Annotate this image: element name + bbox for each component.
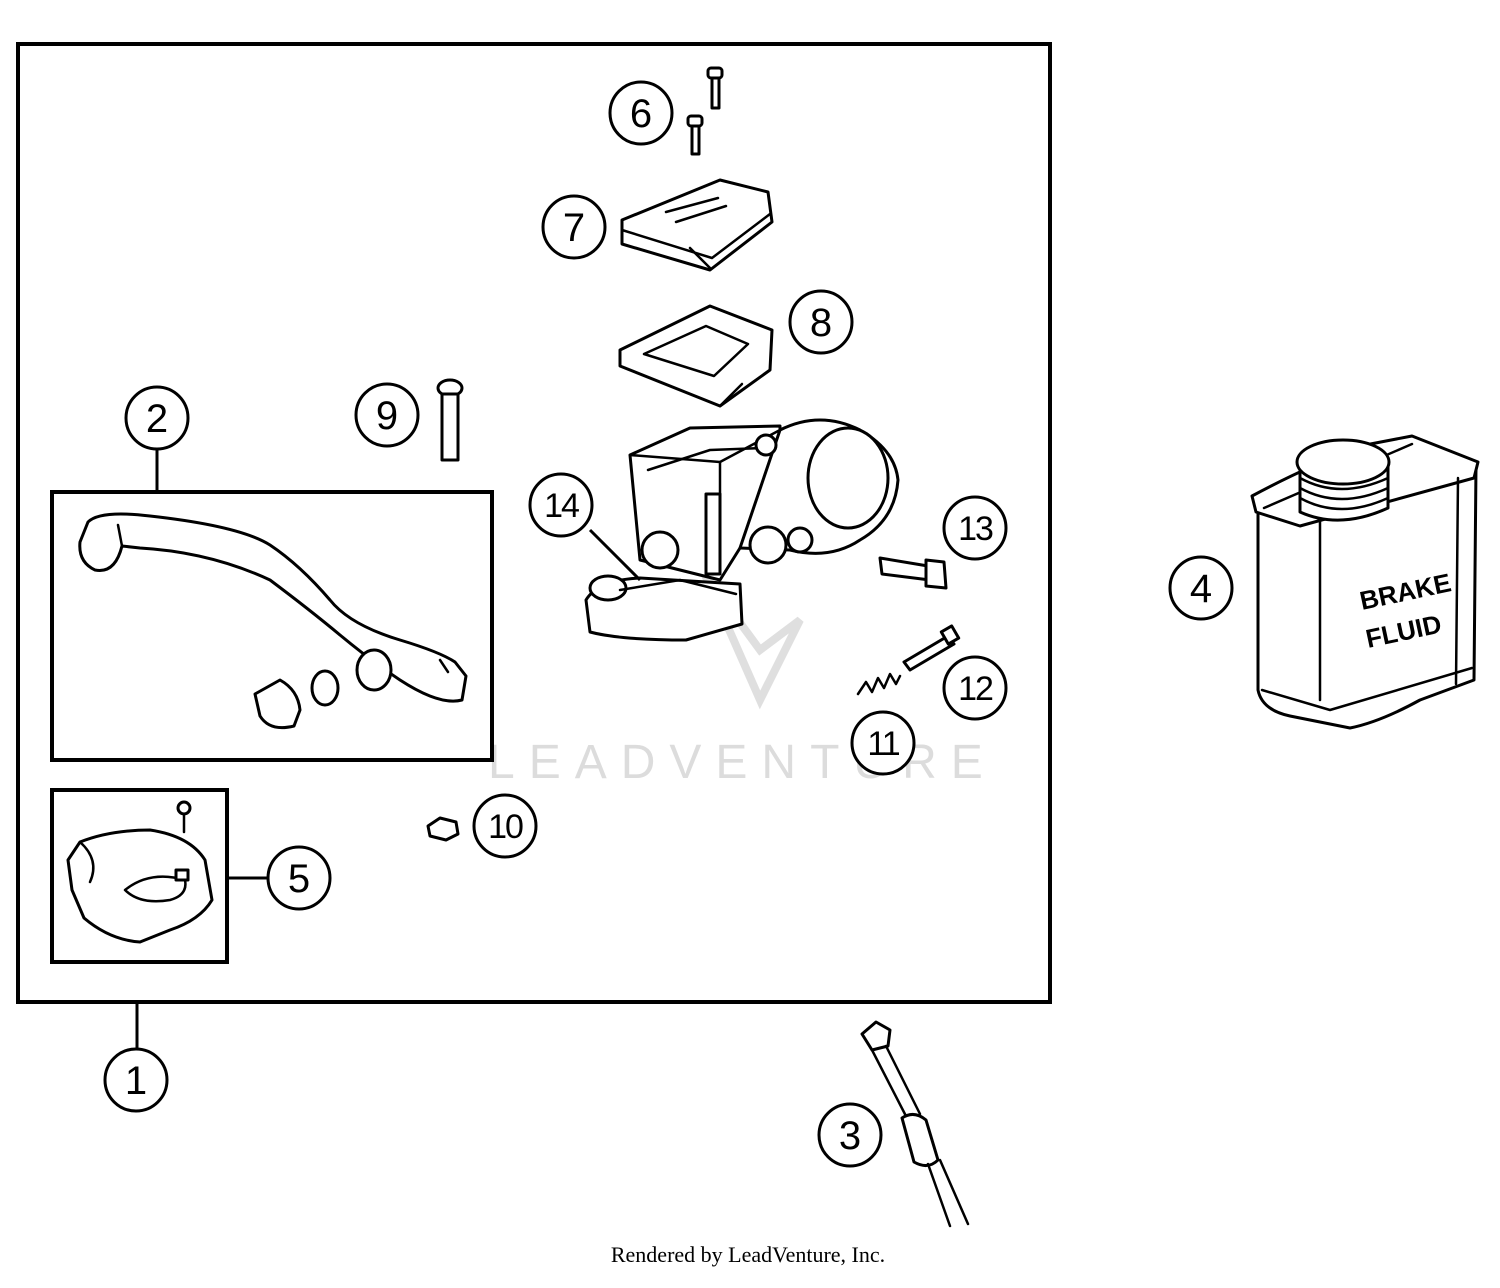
guard-subframe — [50, 788, 229, 964]
callout-1[interactable]: 1 — [103, 1047, 169, 1113]
screws-part[interactable] — [686, 66, 724, 156]
spring-part[interactable] — [856, 672, 902, 696]
callout-8-label: 8 — [810, 301, 832, 345]
brake-fluid-can-part[interactable]: BRAKE FLUID — [1250, 434, 1480, 730]
callout-13-label: 13 — [958, 510, 993, 548]
callout-11-label: 11 — [867, 725, 899, 763]
callout-9[interactable]: 9 — [354, 382, 420, 448]
nut-part[interactable] — [426, 816, 460, 842]
callout-7[interactable]: 7 — [541, 194, 607, 260]
watermark-text: LEADVENTURE — [488, 736, 997, 789]
callout-2-label: 2 — [146, 397, 168, 441]
reservoir-cover-part[interactable] — [620, 178, 774, 272]
banjo-bolt-part[interactable] — [878, 556, 948, 590]
lever-guard-part[interactable] — [66, 800, 214, 944]
assembly-frame — [16, 42, 1052, 1004]
callout-6[interactable]: 6 — [608, 80, 674, 146]
pivot-bolt-part[interactable] — [436, 378, 464, 462]
adjuster-screw-part[interactable] — [902, 624, 961, 672]
callout-4[interactable]: 4 — [1168, 555, 1234, 621]
callout-2[interactable]: 2 — [124, 385, 190, 451]
callout-9-label: 9 — [376, 394, 398, 438]
callout-13[interactable]: 13 — [942, 495, 1008, 561]
brake-hose-part[interactable] — [860, 1020, 970, 1228]
callout-12[interactable]: 12 — [942, 655, 1008, 721]
callout-6-label: 6 — [630, 92, 652, 136]
leader-14 — [588, 528, 642, 582]
callout-10[interactable]: 10 — [472, 793, 538, 859]
callout-4-label: 4 — [1190, 567, 1212, 611]
callout-1-label: 1 — [125, 1059, 147, 1103]
callout-12-label: 12 — [958, 670, 993, 708]
callout-7-label: 7 — [563, 206, 585, 250]
diaphragm-part[interactable] — [618, 304, 774, 408]
footer-credit: Rendered by LeadVenture, Inc. — [611, 1242, 885, 1267]
callout-11[interactable]: 11 — [850, 710, 916, 776]
callout-3[interactable]: 3 — [817, 1102, 883, 1168]
lever-subframe — [50, 490, 494, 762]
callout-14[interactable]: 14 — [528, 472, 594, 538]
callout-14-label: 14 — [544, 487, 579, 525]
callout-3-label: 3 — [839, 1114, 861, 1158]
callout-8[interactable]: 8 — [788, 289, 854, 355]
callout-10-label: 10 — [488, 808, 523, 846]
brake-lever-part[interactable] — [78, 512, 468, 730]
callout-5[interactable]: 5 — [266, 845, 332, 911]
callout-5-label: 5 — [288, 857, 310, 901]
master-cylinder-body[interactable] — [584, 418, 900, 642]
